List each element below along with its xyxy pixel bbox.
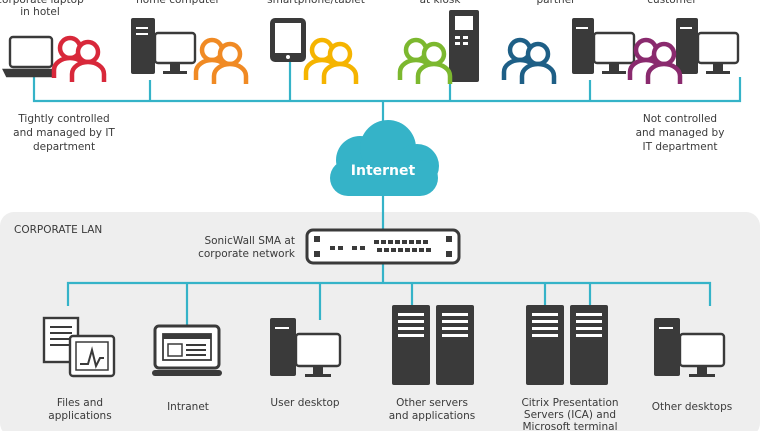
intranet-icon xyxy=(152,324,222,376)
customer-computer-icon xyxy=(676,18,740,74)
label-line: Citrix Presentation xyxy=(521,397,618,409)
label-partner: partner xyxy=(537,0,577,6)
label-line: Tightly controlled xyxy=(17,113,109,125)
user-group-icon-green xyxy=(400,40,450,84)
other-desktops-icon xyxy=(654,318,726,377)
servers-icon xyxy=(392,305,474,385)
label-line: Files and xyxy=(57,397,103,409)
label-line: Servers (ICA) and xyxy=(524,409,616,421)
label-line: SonicWall SMA at xyxy=(204,235,295,247)
tablet-icon xyxy=(270,18,306,62)
label-line: and applications xyxy=(389,410,475,422)
user-desktop-icon xyxy=(270,318,342,377)
label-line: Microsoft terminal xyxy=(523,421,618,431)
corporate-lan-area xyxy=(0,212,760,431)
label-line: IT department xyxy=(643,141,718,153)
label-line: Other servers xyxy=(396,397,468,409)
label-line: User desktop xyxy=(270,397,339,409)
label-line: at kiosk xyxy=(420,0,462,6)
label-line: corporate network xyxy=(198,248,296,260)
connection-lines xyxy=(32,62,742,328)
kiosk-icon xyxy=(449,10,479,82)
label-line: Intranet xyxy=(167,401,209,413)
label-line: department xyxy=(33,141,95,153)
laptop-icon xyxy=(2,35,60,78)
label-line: customer xyxy=(647,0,697,6)
user-group-icon-red xyxy=(54,38,104,82)
label-line: and managed by xyxy=(636,127,725,139)
label-line: applications xyxy=(48,410,111,422)
label-line: in hotel xyxy=(20,6,59,18)
label-line: smartphone/tablet xyxy=(267,0,365,6)
label-line: corporate laptop xyxy=(0,0,84,6)
citrix-servers-icon xyxy=(526,305,608,385)
left-note: Tightly controlled and managed by IT depar… xyxy=(13,113,115,153)
label-other-desktops: Other desktops xyxy=(652,401,733,413)
corporate-lan-title: CORPORATE LAN xyxy=(14,224,102,236)
internet-label: Internet xyxy=(351,163,416,179)
user-group-icon-teal xyxy=(504,40,554,84)
label-customer: customer xyxy=(647,0,697,6)
label-smartphone: smartphone/tablet xyxy=(267,0,365,6)
label-home-computer: home computer xyxy=(136,0,220,6)
label-kiosk: at kiosk xyxy=(420,0,462,6)
label-line: home computer xyxy=(136,0,220,6)
partner-computer-icon xyxy=(572,18,636,74)
label-line: partner xyxy=(537,0,577,6)
internet-cloud-icon xyxy=(330,120,439,196)
label-line: Not controlled xyxy=(643,113,717,125)
label-line: and managed by IT xyxy=(13,127,115,139)
user-group-icon-orange xyxy=(196,40,246,84)
home-computer-icon xyxy=(131,18,197,74)
user-group-icon-yellow xyxy=(306,40,356,84)
label-line: Other desktops xyxy=(652,401,733,413)
label-user-desktop: User desktop xyxy=(270,397,339,409)
files-icon xyxy=(42,316,116,378)
user-group-icon-purple xyxy=(630,40,680,84)
sonicwall-appliance-icon xyxy=(305,228,461,265)
label-intranet: Intranet xyxy=(167,401,209,413)
right-note: Not controlled and managed by IT departmen… xyxy=(636,113,725,153)
